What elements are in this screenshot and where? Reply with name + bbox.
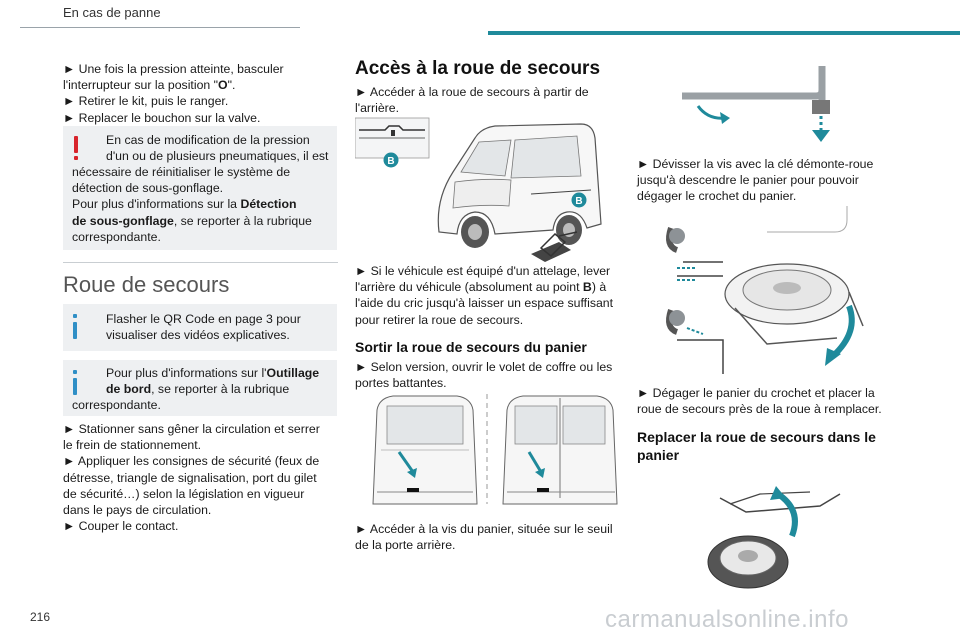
info-line: Flasher le QR Code en page 3 pour: [106, 312, 301, 326]
label-b: B: [575, 196, 582, 207]
col1-safety-steps: ► Stationner sans gêner la circulation e…: [63, 421, 338, 534]
barn-door-van: [502, 395, 618, 505]
wheel-wrench-illustration: [682, 66, 830, 142]
step-line: l'interrupteur sur la position "O".: [63, 78, 236, 93]
access-title: Accès à la roue de secours: [355, 58, 601, 79]
header-rule: [20, 27, 300, 28]
step-line: ► Replacer le bouchon sur la valve.: [63, 110, 261, 125]
subheading-line: Replacer la roue de secours dans le: [637, 429, 876, 445]
step-line: ► Selon version, ouvrir le volet de coff…: [355, 360, 613, 374]
info-line: correspondante.: [72, 398, 161, 412]
col3-unscrew-step: ► Dévisser la vis avec la clé démonte-ro…: [637, 156, 912, 205]
step-line: de sécurité…) selon la législation en vi…: [63, 486, 305, 501]
step-line: dégager le crochet du panier.: [637, 189, 797, 204]
car-jack: [531, 231, 578, 262]
step-line: ► Stationner sans gêner la circulation e…: [63, 422, 320, 436]
warning-line: détection de sous-gonflage.: [72, 181, 224, 196]
label-b-marker: B: [571, 192, 587, 208]
col3-place-step: ► Dégager le panier du crochet et placer…: [637, 385, 912, 417]
info-box-tools: Pour plus d'informations sur l'Outillage…: [63, 360, 337, 416]
tailgate-van: [372, 395, 478, 505]
step-line: ► Retirer le kit, puis le ranger.: [63, 94, 229, 109]
warning-line: nécessaire de réinitialiser le système d…: [72, 165, 291, 179]
step-line: le frein de stationnement.: [63, 438, 202, 453]
label-b-marker: B: [383, 152, 399, 168]
warning-line: En cas de modification de la pression: [106, 133, 310, 147]
label-b: B: [387, 156, 394, 167]
step-line: dans le pays de circulation.: [63, 503, 212, 518]
replace-spare-illustration: [707, 486, 841, 589]
step-line: ► Accéder à la vis du panier, située sur…: [355, 522, 613, 536]
van-body: [437, 123, 602, 248]
header-accent-bar: [488, 31, 960, 35]
step-line: de la porte arrière.: [355, 538, 456, 553]
col1-intro-steps: ► Une fois la pression atteinte, bascule…: [63, 61, 338, 126]
subheading-remove: Sortir la roue de secours du panier: [355, 339, 587, 355]
warning-box: En cas de modification de la pression d'…: [63, 126, 337, 250]
rear-doors-illustration: [372, 394, 618, 505]
warning-line: Pour plus d'informations sur la Détectio…: [72, 197, 297, 212]
basket-hook-illustration: [637, 206, 864, 374]
col2-jack-step: ► Si le véhicule est équipé d'un attelag…: [355, 263, 630, 328]
page-number: 216: [30, 610, 51, 624]
info-line: visualiser des vidéos explicatives.: [106, 328, 290, 343]
subheading-line: panier: [637, 447, 680, 463]
warning-line: d'un ou de plusieurs pneumatiques, il es…: [106, 149, 329, 164]
step-line: portes battantes.: [355, 376, 447, 391]
step-line: ► Accéder à la roue de secours à partir …: [355, 85, 589, 99]
step-line: l'arrière du véhicule (absolument au poi…: [355, 280, 607, 295]
step-line: ► Dégager le panier du crochet et placer…: [637, 386, 875, 400]
van-jack-illustration: B B: [355, 117, 602, 262]
warning-line: de sous-gonflage, se reporter à la rubri…: [72, 213, 312, 228]
step-line: détresse, triangle de signalisation, por…: [63, 470, 317, 485]
running-header: En cas de panne: [63, 5, 161, 20]
step-line: l'aide du cric jusqu'à laisser un espace…: [355, 296, 614, 311]
step-line: roue de secours près de la roue à rempla…: [637, 402, 882, 417]
warning-line: correspondante.: [72, 229, 161, 244]
step-line: jusqu'à descendre le panier pour pouvoir: [637, 173, 859, 188]
step-line: l'arrière.: [355, 101, 400, 116]
step-line: ► Dévisser la vis avec la clé démonte-ro…: [637, 157, 874, 171]
step-line: ► Une fois la pression atteinte, bascule…: [63, 62, 284, 76]
info-line: Pour plus d'informations sur l'Outillage: [106, 366, 320, 380]
warning-exclamation-icon: [74, 136, 78, 160]
section-divider: [63, 262, 338, 263]
col2-access-step: ► Accéder à la roue de secours à partir …: [355, 84, 630, 116]
hook-detail-bottom: [666, 309, 724, 374]
step-line: ► Couper le contact.: [63, 519, 179, 534]
info-icon: [73, 370, 77, 395]
col2-screw-step: ► Accéder à la vis du panier, située sur…: [355, 521, 630, 553]
info-line: de bord, se reporter à la rubrique: [106, 382, 290, 397]
jack-point-inset: [355, 117, 430, 159]
section-title: Roue de secours: [63, 272, 230, 297]
step-line: ► Si le véhicule est équipé d'un attelag…: [355, 264, 611, 278]
info-box-qr: Flasher le QR Code en page 3 pour visual…: [63, 304, 337, 351]
col2-door-step: ► Selon version, ouvrir le volet de coff…: [355, 359, 630, 391]
watermark-text: carmanualsonline.info: [605, 606, 849, 633]
spare-wheel: [724, 263, 864, 345]
subheading-replace: Replacer la roue de secours dans le pani…: [637, 428, 912, 464]
info-icon: [73, 314, 77, 339]
hook-detail-top: [637, 206, 727, 296]
step-line: pour retirer la roue de secours.: [355, 312, 524, 327]
step-line: ► Appliquer les consignes de sécurité (f…: [63, 454, 320, 469]
